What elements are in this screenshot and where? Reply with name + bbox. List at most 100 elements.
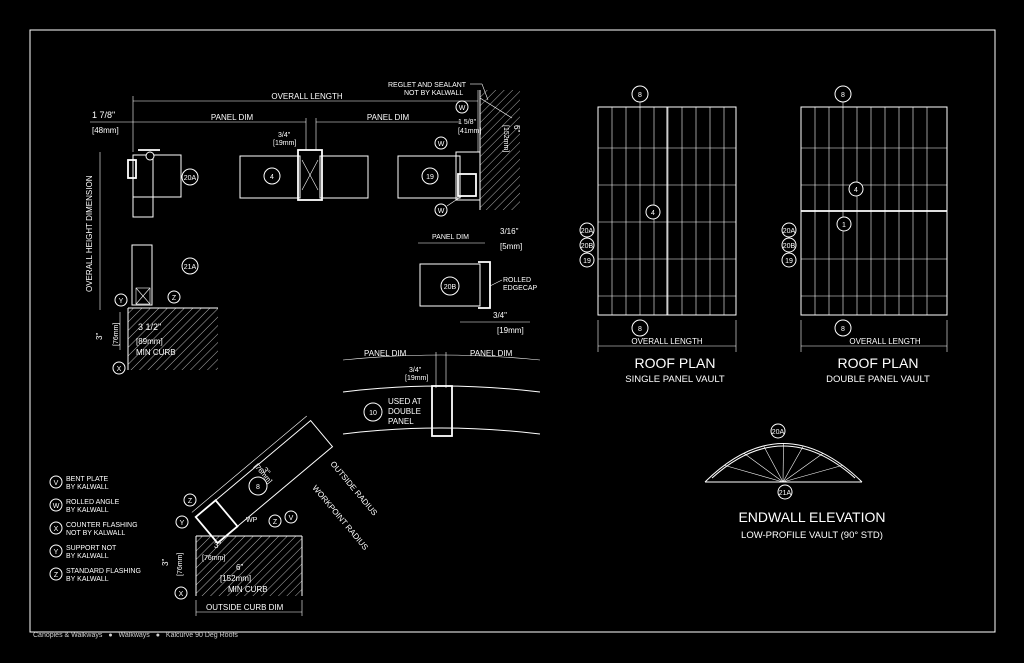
- svg-text:21A: 21A: [184, 264, 197, 271]
- curb-offset-in: 3": [214, 541, 221, 550]
- reglet-note-line2: NOT BY KALWALL: [404, 90, 463, 97]
- svg-text:20B: 20B: [783, 243, 796, 250]
- edgecap-top-in: 3/16": [500, 227, 519, 236]
- footer-crumb-3[interactable]: Kalcurve 90 Deg Roofs: [165, 632, 238, 639]
- tag-v-curb: [284, 510, 298, 524]
- svg-text:8: 8: [256, 484, 260, 491]
- endwall-rib: [782, 446, 804, 483]
- svg-text:8: 8: [638, 92, 642, 99]
- curved-panel-dim-right: PANEL DIM: [470, 349, 513, 358]
- svg-text:8: 8: [841, 92, 845, 99]
- svg-text:20B: 20B: [444, 284, 457, 291]
- joint-dim-in: 3/4": [278, 132, 291, 139]
- reglet-note-line1: REGLET AND SEALANT: [388, 82, 467, 89]
- reglet-dim-mm: [41mm]: [458, 128, 481, 135]
- footer-separator-2: ●: [155, 632, 160, 639]
- tag-z-curb-1: [183, 493, 197, 507]
- double-subtitle: DOUBLE PANEL VAULT: [826, 374, 930, 385]
- bubble-4: [263, 167, 281, 185]
- svg-text:X: X: [117, 366, 122, 373]
- curb-min-label: MIN CURB: [228, 585, 268, 594]
- curb-height-mm-2: [76mm]: [177, 553, 184, 576]
- endwall-rib: [782, 453, 823, 483]
- curved-joint-mm: [19mm]: [405, 375, 428, 382]
- edgecap-top-mm: [5mm]: [500, 242, 522, 251]
- legend-line2: BY KALWALL: [66, 553, 109, 560]
- curb-height-mm: [76mm]: [113, 323, 120, 346]
- tag-x: [112, 361, 126, 375]
- endwall-rib: [763, 446, 784, 483]
- svg-text:19: 19: [426, 174, 434, 181]
- footer-crumb-2[interactable]: Walkways: [118, 632, 150, 639]
- edgecap-note-line1: ROLLED: [503, 277, 531, 284]
- curb-offset-mm: [76mm]: [202, 555, 225, 562]
- svg-text:Z: Z: [172, 295, 177, 302]
- double-overall-length: OVERALL LENGTH: [849, 337, 921, 346]
- bubble-8-curb: [248, 476, 268, 496]
- endwall-rib: [782, 443, 784, 483]
- wp-label: WP: [246, 517, 258, 524]
- svg-text:8: 8: [638, 326, 642, 333]
- double-title: ROOF PLAN: [838, 355, 919, 371]
- svg-text:19: 19: [583, 258, 591, 265]
- legend-line1: SUPPORT NOT: [66, 545, 117, 552]
- endwall-rib: [724, 465, 784, 483]
- footer-crumb-1[interactable]: Canopies & Walkways: [33, 632, 103, 639]
- svg-text:4: 4: [854, 187, 858, 194]
- legend-line1: STANDARD FLASHING: [66, 568, 141, 575]
- height-dim-in: 6": [512, 125, 521, 132]
- svg-text:1: 1: [842, 222, 846, 229]
- curved-panel-dim-left: PANEL DIM: [364, 349, 407, 358]
- tag-w-mid: [434, 136, 448, 150]
- curved-joint-detail: PANEL DIM PANEL DIM 3/4" [19mm] 10 USED …: [342, 349, 541, 437]
- svg-text:4: 4: [651, 210, 655, 217]
- edgecap-bottom-in: 3/4": [493, 311, 507, 320]
- tag-w-top: [455, 100, 469, 114]
- legend-line2: BY KALWALL: [66, 507, 109, 514]
- sheet-border: [29, 29, 996, 633]
- tag-z: [167, 290, 181, 304]
- svg-text:Z: Z: [273, 519, 278, 526]
- footer-separator-1: ●: [108, 632, 113, 639]
- edgecap-panel-dim: PANEL DIM: [432, 234, 469, 241]
- legend-line2: NOT BY KALWALL: [66, 530, 125, 537]
- curved-note-line3: PANEL: [388, 417, 414, 426]
- svg-text:Z: Z: [188, 498, 193, 505]
- curb-panel-in: 3": [260, 466, 272, 477]
- single-subtitle: SINGLE PANEL VAULT: [625, 374, 725, 385]
- legend-line2: BY KALWALL: [66, 484, 109, 491]
- curved-note-line2: DOUBLE: [388, 407, 421, 416]
- bubble-10: [363, 402, 383, 422]
- footer-breadcrumb: Canopies & Walkways ● Walkways ● Kalcurv…: [33, 632, 242, 639]
- edge-dim-in: 1 7/8": [92, 110, 115, 120]
- edge-dim-mm: [48mm]: [92, 126, 119, 135]
- endwall-subtitle: LOW-PROFILE VAULT (90° STD): [741, 530, 883, 541]
- legend-line1: BENT PLATE: [66, 476, 108, 483]
- roof-plan-single: 8 4 20A 20B 19 8 OVERALL LENGTH ROOF PLA…: [579, 85, 737, 385]
- legend-key: Z: [54, 572, 59, 579]
- legend-key-circle: [49, 544, 63, 558]
- curb-detail: 8 3" [76mm] WORKPOINT RADIUS OUTSIDE RAD…: [161, 415, 379, 616]
- panel-dim-left-label: PANEL DIM: [211, 113, 254, 122]
- outside-curb-dim-label: OUTSIDE CURB DIM: [206, 603, 284, 612]
- edgecap-detail: PANEL DIM 3/16" [5mm] 20B ROLLED EDGECAP…: [418, 227, 538, 335]
- svg-text:20A: 20A: [783, 228, 796, 235]
- legend-key: X: [54, 526, 59, 533]
- single-overall-length: OVERALL LENGTH: [631, 337, 703, 346]
- curb-height-in: 3": [95, 333, 104, 340]
- curb-height-in-2: 3": [161, 559, 170, 566]
- svg-text:10: 10: [369, 410, 377, 417]
- legend-key-circle: [49, 498, 63, 512]
- curved-joint-in: 3/4": [409, 367, 422, 374]
- edgecap-bottom-mm: [19mm]: [497, 326, 524, 335]
- legend-key: V: [54, 480, 59, 487]
- svg-text:Y: Y: [180, 520, 185, 527]
- legend-line2: BY KALWALL: [66, 576, 109, 583]
- endwall-title: ENDWALL ELEVATION: [738, 509, 885, 525]
- tag-y: [114, 293, 128, 307]
